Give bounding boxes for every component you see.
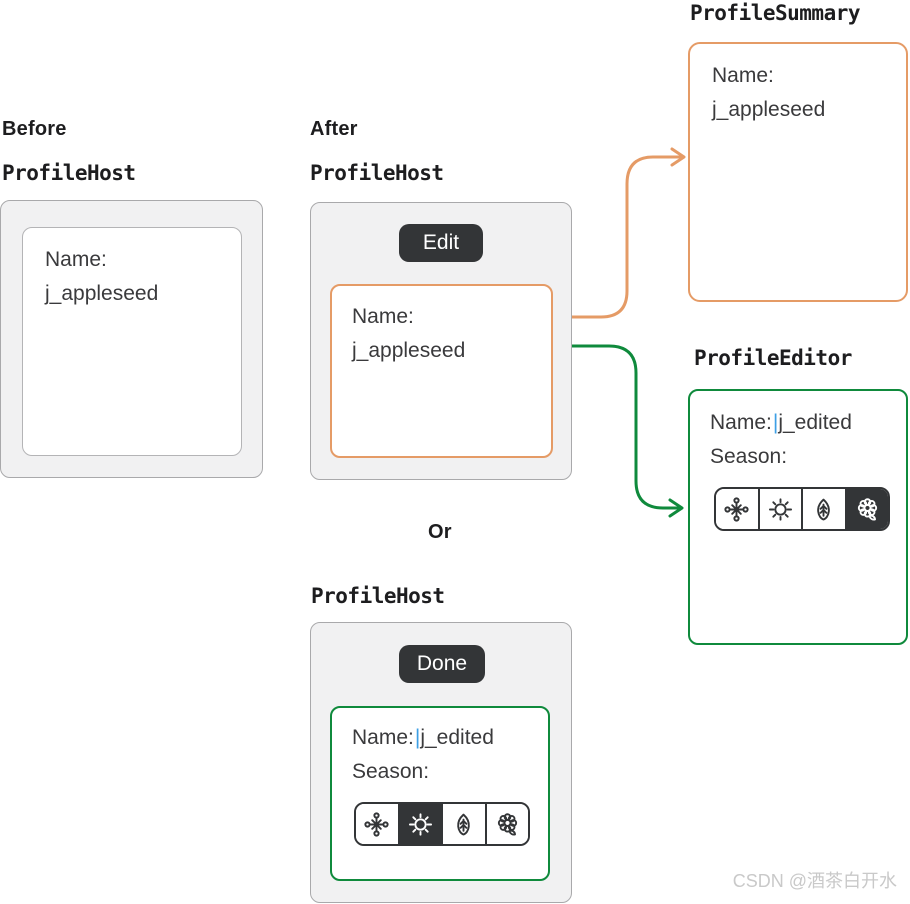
name-label: Name: — [45, 248, 107, 271]
season-segment-spring[interactable] — [484, 804, 528, 844]
arrowhead-to-profile-editor — [668, 498, 684, 518]
sun-icon — [768, 497, 792, 521]
done-button[interactable]: Done — [399, 645, 485, 683]
done-profilehost-label: ProfileHost — [311, 584, 445, 608]
profile-editor-card: Name:|j_edited Season: — [688, 389, 908, 645]
profilesummary-label: ProfileSummary — [690, 1, 861, 25]
text-cursor: | — [772, 411, 779, 434]
name-value: j_edited — [778, 411, 852, 434]
name-value: j_appleseed — [45, 282, 159, 305]
name-text-field[interactable]: Name:|j_edited — [710, 411, 852, 434]
before-profile-summary-card: Name: j_appleseed — [22, 227, 242, 456]
season-segmented-control — [714, 487, 890, 531]
arrow-to-profile-editor — [570, 344, 681, 510]
name-label: Name: — [352, 305, 414, 328]
season-segment-summer[interactable] — [397, 804, 441, 844]
done-profile-editor-card: Name:|j_edited Season: — [330, 706, 550, 881]
season-label: Season: — [352, 760, 430, 783]
name-value: j_edited — [420, 726, 494, 749]
after-profilehost-label: ProfileHost — [310, 161, 444, 185]
profile-summary-card: Name: j_appleseed — [688, 42, 908, 302]
text-cursor: | — [414, 726, 421, 749]
name-value: j_appleseed — [712, 98, 826, 121]
before-heading: Before — [2, 118, 67, 140]
season-segment-spring[interactable] — [844, 489, 888, 529]
edit-button[interactable]: Edit — [399, 224, 483, 262]
after-profile-summary-card: Name: j_appleseed — [330, 284, 553, 458]
flower-icon — [497, 812, 517, 835]
season-segment-autumn[interactable] — [801, 489, 845, 529]
season-segment-summer[interactable] — [757, 489, 801, 529]
flower-icon — [857, 497, 877, 520]
season-segment-winter[interactable] — [716, 489, 758, 529]
csdn-watermark: CSDN @酒茶白开水 — [732, 871, 897, 891]
snowflake-icon — [724, 496, 749, 522]
name-label: Name: — [712, 64, 774, 87]
season-segment-winter[interactable] — [356, 804, 398, 844]
arrowhead-to-profile-summary — [670, 147, 686, 167]
leaf-icon — [817, 498, 831, 520]
profileeditor-label: ProfileEditor — [694, 346, 852, 370]
arrow-to-profile-summary — [570, 155, 683, 319]
season-segmented-control — [354, 802, 530, 846]
before-profilehost-label: ProfileHost — [2, 161, 136, 185]
name-value: j_appleseed — [352, 339, 466, 362]
season-segment-autumn[interactable] — [441, 804, 485, 844]
after-heading: After — [310, 118, 358, 140]
season-label: Season: — [710, 445, 788, 468]
snowflake-icon — [364, 811, 389, 837]
leaf-icon — [457, 813, 471, 835]
name-text-field[interactable]: Name:|j_edited — [352, 726, 494, 749]
or-heading: Or — [428, 521, 452, 543]
sun-icon — [408, 812, 432, 836]
